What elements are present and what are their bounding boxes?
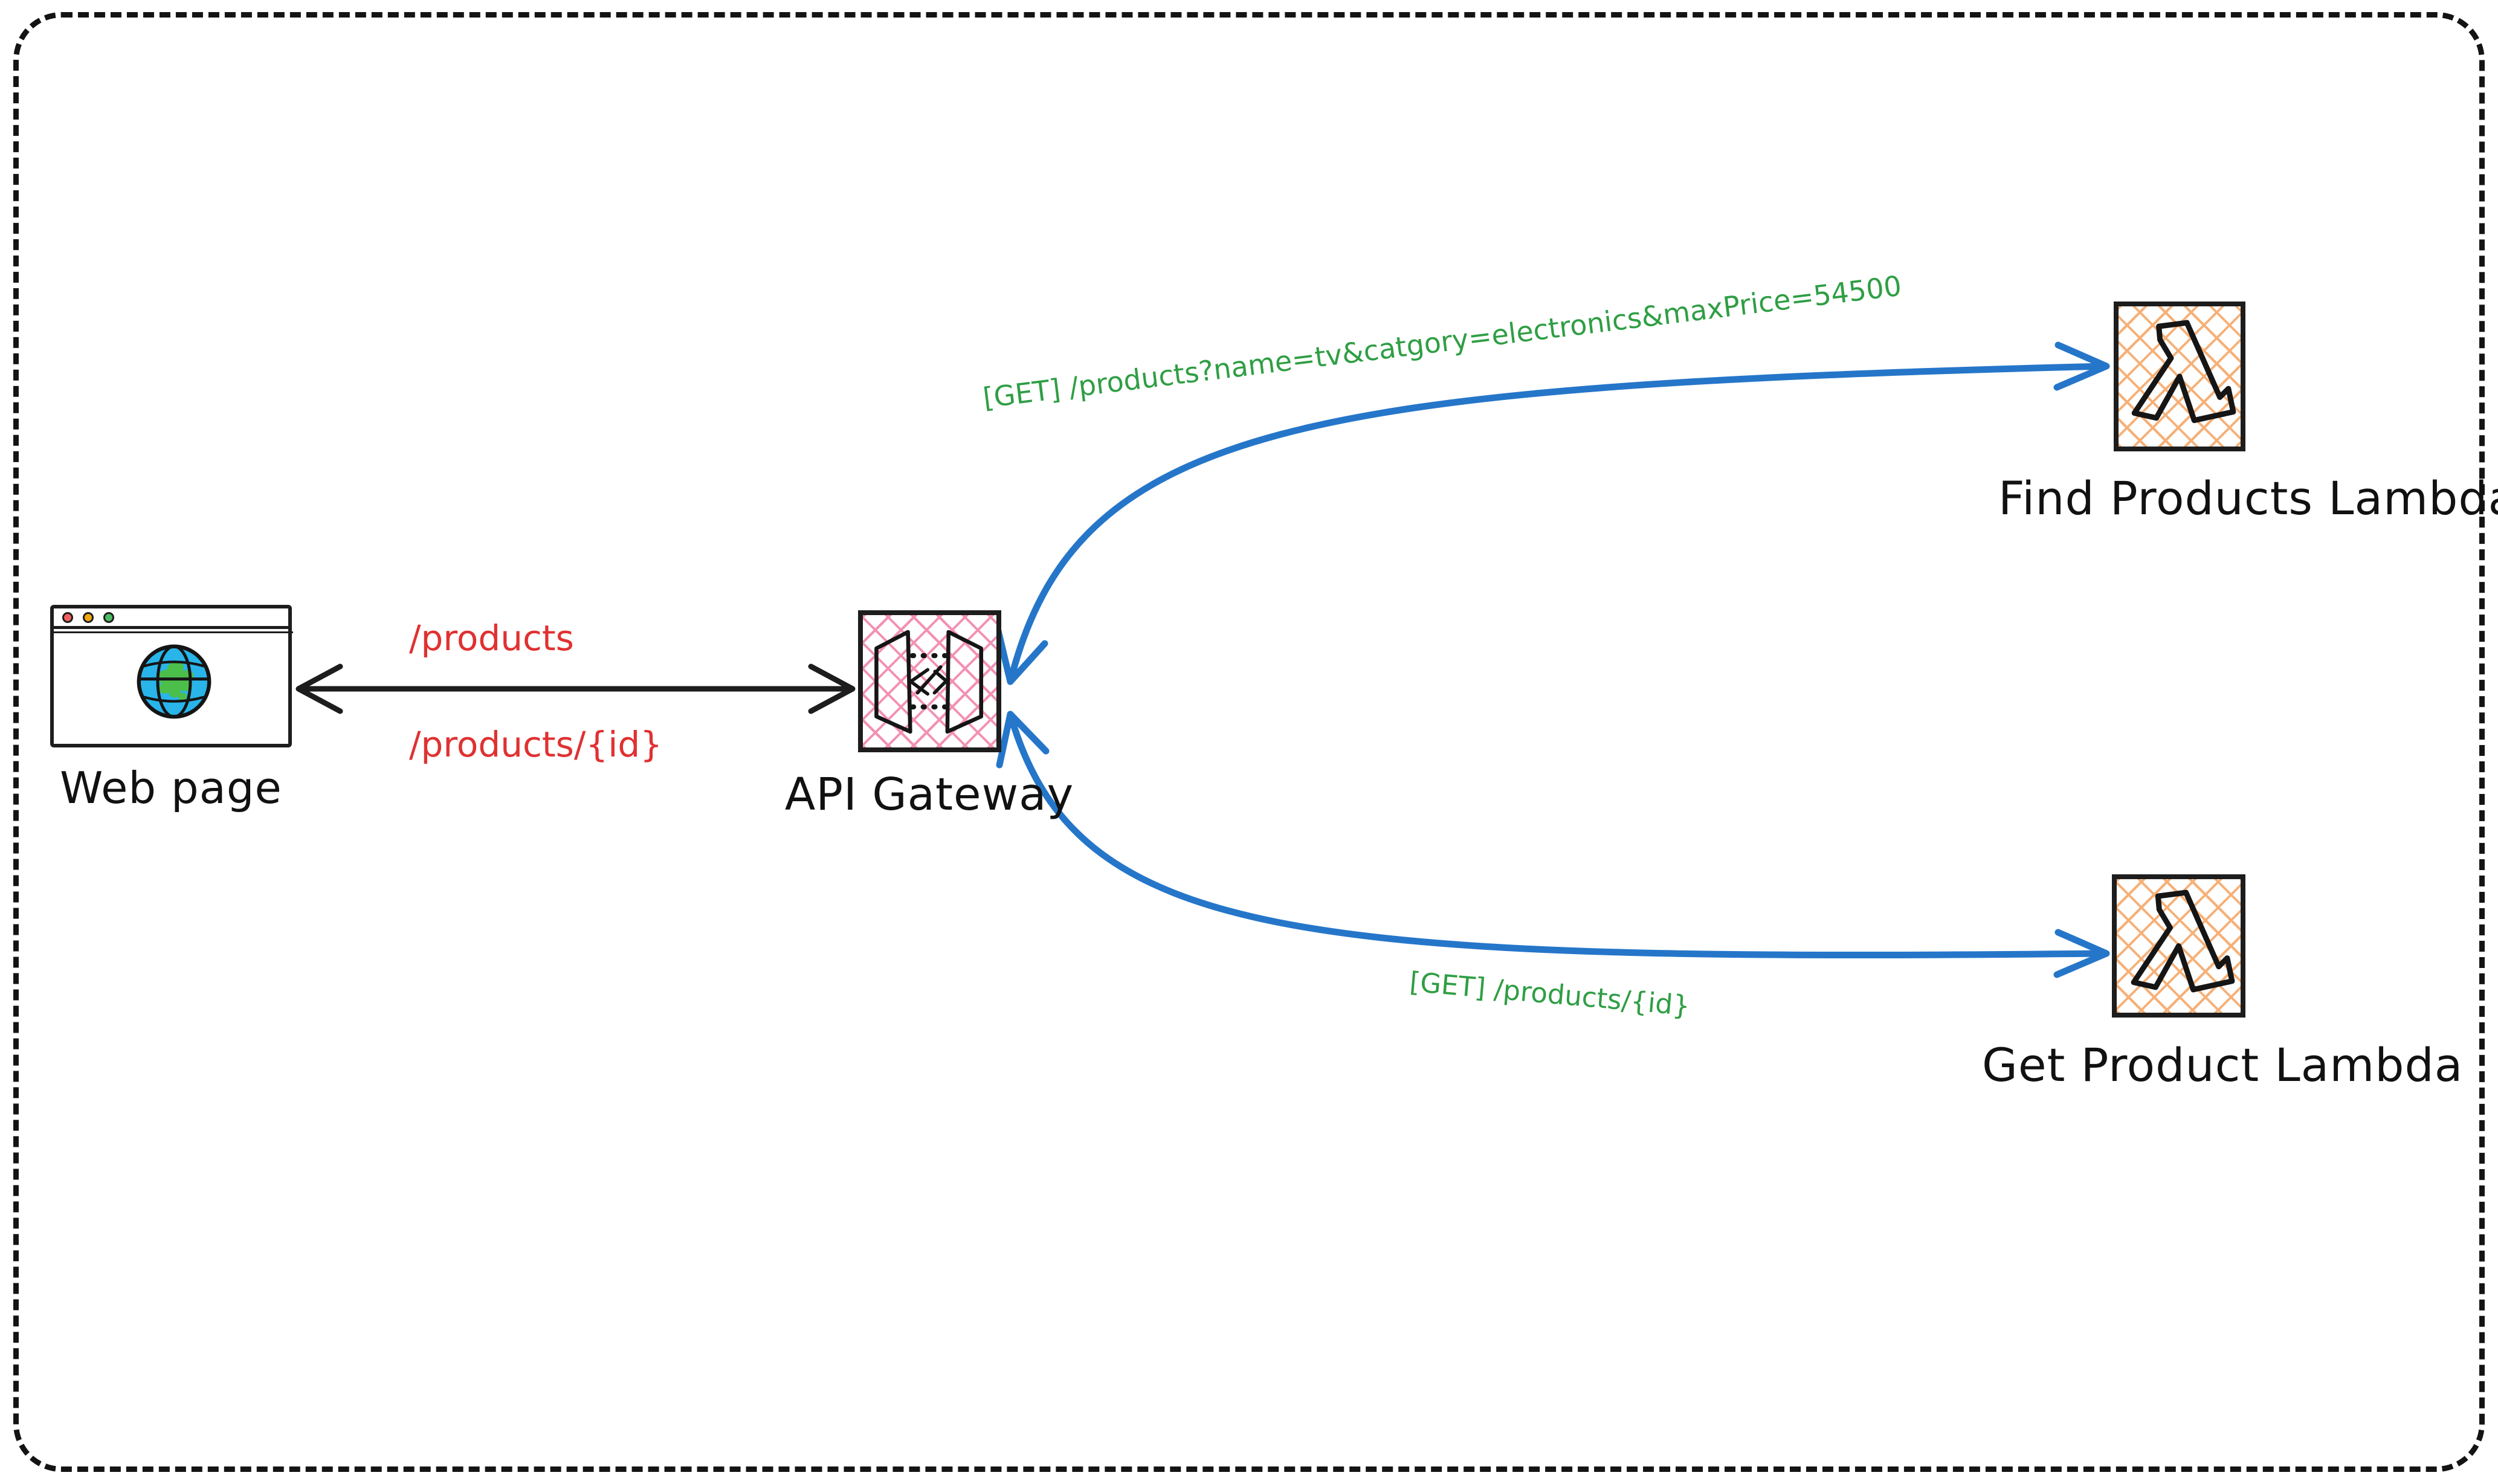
traffic-light-green-icon [103, 611, 114, 623]
gateway-find-lambda-curve[interactable] [1007, 363, 2108, 685]
find-products-lambda-label: Find Products Lambda [1998, 471, 2498, 525]
route-products-label: /products [409, 618, 574, 659]
browser-titlebar [54, 608, 288, 629]
get-product-lambda-node[interactable] [2112, 874, 2245, 1018]
lambda-icon [2131, 320, 2236, 424]
traffic-light-red-icon [62, 611, 73, 623]
lambda-icon [2131, 889, 2235, 993]
api-gateway-label: API Gateway [784, 769, 1074, 821]
globe-icon [137, 644, 211, 719]
web-page-node[interactable] [50, 605, 293, 747]
titlebar-sketch-line [51, 631, 293, 633]
api-gateway-icon [874, 630, 984, 734]
gateway-get-lambda-curve[interactable] [1007, 711, 2108, 959]
arrowhead-right-icon [808, 663, 856, 714]
web-page-label: Web page [60, 763, 282, 813]
web-gateway-arrow[interactable] [295, 663, 856, 714]
gateway-find-lambda-arrow[interactable] [995, 341, 2110, 685]
arrowhead-lambda-top-icon [2053, 341, 2110, 391]
arrowhead-left-icon [295, 663, 343, 714]
gateway-get-lambda-arrow[interactable] [996, 711, 2110, 978]
api-gateway-node[interactable] [858, 610, 1001, 752]
diagram-frame [13, 12, 2485, 1472]
arrowhead-lambda-bottom-icon [2053, 929, 2110, 978]
browser-icon [50, 605, 293, 747]
route-product-id-label: /products/{id} [409, 724, 663, 765]
find-products-lambda-node[interactable] [2114, 302, 2245, 451]
traffic-light-yellow-icon [83, 611, 94, 623]
get-product-lambda-label: Get Product Lambda [1982, 1038, 2464, 1092]
arrowhead-gateway-bottom-icon [996, 711, 1050, 769]
arrowhead-gateway-top-icon [995, 627, 1048, 685]
